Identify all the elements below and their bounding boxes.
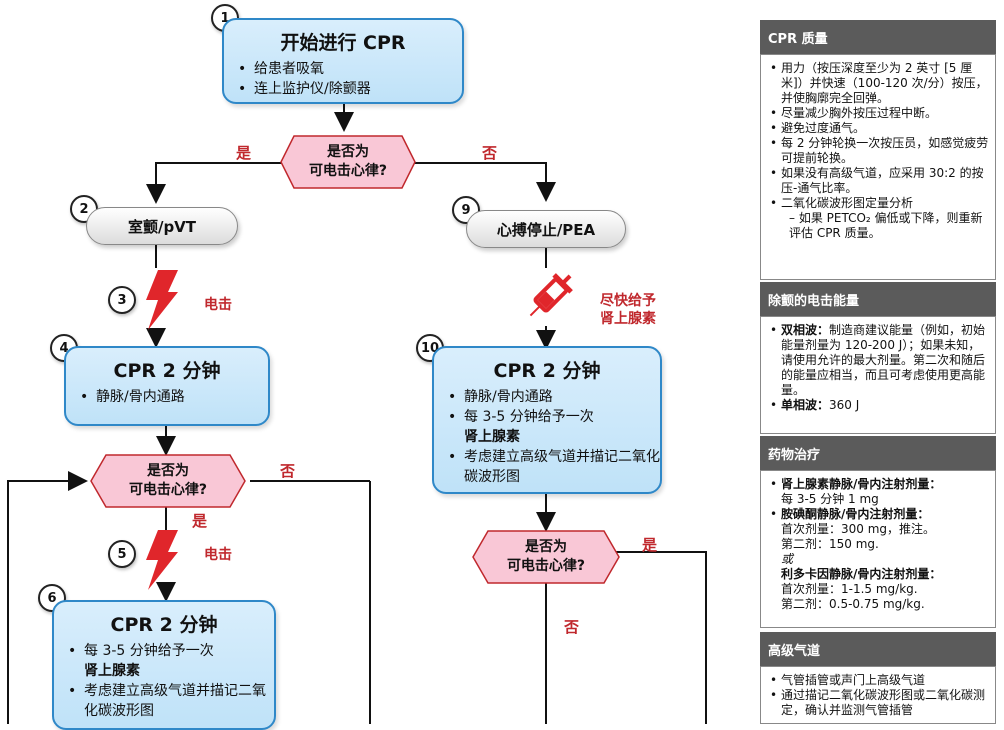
- cpr-quality-body: 用力（按压深度至少为 2 英寸 [5 厘米]）并快速（100-120 次/分）按…: [760, 54, 996, 280]
- airway-capno-item-10: 考虑建立高级气道并描记二氧化碳波形图: [448, 447, 660, 487]
- asystole-pea-pill: 心搏停止/PEA: [466, 210, 626, 248]
- give-oxygen-item: 给患者吸氧: [238, 59, 462, 79]
- quality-item-3: 避免过度通气。: [770, 121, 989, 136]
- advanced-airway-body: 气管插管或声门上高级气道 通过描记二氧化碳波形图或二氧化碳测定，确认并监测气管插…: [760, 666, 996, 724]
- quality-item-6-text: 二氧化碳波形图定量分析: [781, 196, 914, 210]
- quality-item-6: 二氧化碳波形图定量分析– 如果 PETCO₂ 偏低或下降，则重新评估 CPR 质…: [770, 196, 989, 241]
- decision-2-no-label: 否: [280, 462, 296, 480]
- decision-2-yes-label: 是: [192, 512, 208, 530]
- lido-first-dose: 首次剂量：1-1.5 mg/kg.: [781, 582, 918, 596]
- epi-dose-item: 肾上腺素静脉/骨内注射剂量：每 3-5 分钟 1 mg: [770, 477, 989, 507]
- decision-3-yes-label: 是: [642, 536, 658, 554]
- biphasic-item: 双相波：制造商建议能量（例如，初始能量剂量为 120-200 J）；如果未知，请…: [770, 323, 989, 398]
- decision-1-line1: 是否为: [327, 144, 369, 160]
- amio-dose-item: 胺碘酮静脉/骨内注射剂量： 首次剂量：300 mg，推注。 第二剂：150 mg…: [770, 507, 989, 612]
- shock-energy-body: 双相波：制造商建议能量（例如，初始能量剂量为 120-200 J）；如果未知，请…: [760, 316, 996, 434]
- epi-every-text-6: 每 3-5 分钟给予一次: [84, 643, 214, 659]
- biphasic-text: 制造商建议能量（例如，初始能量剂量为 120-200 J）；如果未知，请使用允许…: [781, 323, 986, 397]
- quality-item-4: 每 2 分钟轮换一次按压员，如感觉疲劳可提前轮换。: [770, 136, 989, 166]
- cpr-quality-header: CPR 质量: [760, 20, 996, 54]
- quality-item-2: 尽量减少胸外按压过程中断。: [770, 106, 989, 121]
- monophasic-text: 360 J: [829, 398, 860, 412]
- shock-bolt-icon: [146, 270, 178, 330]
- shock-energy-header: 除颤的电击能量: [760, 282, 996, 316]
- syringe-icon: [529, 273, 573, 317]
- decision-3-no-label: 否: [564, 618, 580, 636]
- advanced-airway-header: 高级气道: [760, 632, 996, 666]
- epi-asap-line2: 肾上腺素: [600, 311, 656, 327]
- decision-shockable-1: 是否为可电击心律?: [280, 135, 416, 189]
- quality-item-6-sub: – 如果 PETCO₂ 偏低或下降，则重新评估 CPR 质量。: [789, 211, 983, 240]
- decision-2-line2: 可电击心律?: [128, 482, 208, 498]
- step-number-3: 3: [108, 286, 136, 314]
- cpr-2min-title-4: CPR 2 分钟: [113, 360, 221, 382]
- epi-bold-6: 肾上腺素: [84, 663, 140, 679]
- decision-1-yes-label: 是: [236, 144, 252, 162]
- vf-pvt-pill: 室颤/pVT: [86, 207, 238, 245]
- monophasic-item: 单相波：360 J: [770, 398, 989, 413]
- cpr-2min-box-4: CPR 2 分钟 静脉/骨内通路: [64, 346, 270, 426]
- shock-label-3: 电击: [204, 297, 232, 313]
- airway-item-1: 气管插管或声门上高级气道: [770, 673, 989, 688]
- start-cpr-box: 开始进行 CPR 给患者吸氧 连上监护仪/除颤器: [222, 18, 464, 104]
- epi-every-text-10: 每 3-5 分钟给予一次: [464, 409, 594, 425]
- monophasic-label: 单相波：: [781, 398, 830, 412]
- epi-asap-line1: 尽快给予: [600, 293, 656, 309]
- amio-first-dose: 首次剂量：300 mg，推注。: [781, 522, 936, 536]
- lido-dose-title: 利多卡因静脉/骨内注射剂量：: [781, 567, 942, 581]
- iv-io-access-item-10: 静脉/骨内通路: [448, 387, 660, 407]
- shock-bolt-icon-2: [146, 530, 178, 590]
- airway-item-2: 通过描记二氧化碳波形图或二氧化碳测定，确认并监测气管插管: [770, 688, 989, 718]
- decision-1-line2: 可电击心律?: [308, 163, 388, 179]
- shock-label-5: 电击: [204, 547, 232, 563]
- biphasic-label: 双相波：: [781, 323, 830, 337]
- iv-io-access-item-4: 静脉/骨内通路: [80, 387, 268, 407]
- epi-asap-note: 尽快给予 肾上腺素: [600, 292, 656, 328]
- decision-3-line2: 可电击心律?: [506, 558, 586, 574]
- epi-dose-text: 每 3-5 分钟 1 mg: [781, 492, 879, 506]
- start-cpr-title: 开始进行 CPR: [280, 32, 406, 54]
- cpr-2min-title-10: CPR 2 分钟: [493, 360, 601, 382]
- decision-3-line1: 是否为: [525, 539, 567, 555]
- decision-shockable-2: 是否为可电击心律?: [90, 454, 246, 508]
- or-text: 或: [781, 552, 794, 566]
- decision-shockable-3: 是否为可电击心律?: [472, 530, 620, 584]
- epi-dose-title: 肾上腺素静脉/骨内注射剂量：: [781, 477, 942, 491]
- drug-therapy-body: 肾上腺素静脉/骨内注射剂量：每 3-5 分钟 1 mg 胺碘酮静脉/骨内注射剂量…: [760, 470, 996, 628]
- decision-2-line1: 是否为: [147, 463, 189, 479]
- amio-dose-title: 胺碘酮静脉/骨内注射剂量：: [781, 507, 930, 521]
- attach-monitor-item: 连上监护仪/除颤器: [238, 79, 462, 99]
- step-number-5: 5: [108, 540, 136, 568]
- epi-bold-10: 肾上腺素: [464, 429, 520, 445]
- lido-second-dose: 第二剂：0.5-0.75 mg/kg.: [781, 597, 925, 611]
- amio-second-dose: 第二剂：150 mg.: [781, 537, 879, 551]
- quality-item-1: 用力（按压深度至少为 2 英寸 [5 厘米]）并快速（100-120 次/分）按…: [770, 61, 989, 106]
- cpr-2min-title-6: CPR 2 分钟: [110, 614, 218, 636]
- airway-capno-item-6: 考虑建立高级气道并描记二氧化碳波形图: [68, 681, 274, 721]
- reference-panel: CPR 质量 用力（按压深度至少为 2 英寸 [5 厘米]）并快速（100-12…: [760, 20, 996, 724]
- drug-therapy-header: 药物治疗: [760, 436, 996, 470]
- quality-item-5: 如果没有高级气道，应采用 30:2 的按压-通气比率。: [770, 166, 989, 196]
- decision-1-no-label: 否: [482, 144, 498, 162]
